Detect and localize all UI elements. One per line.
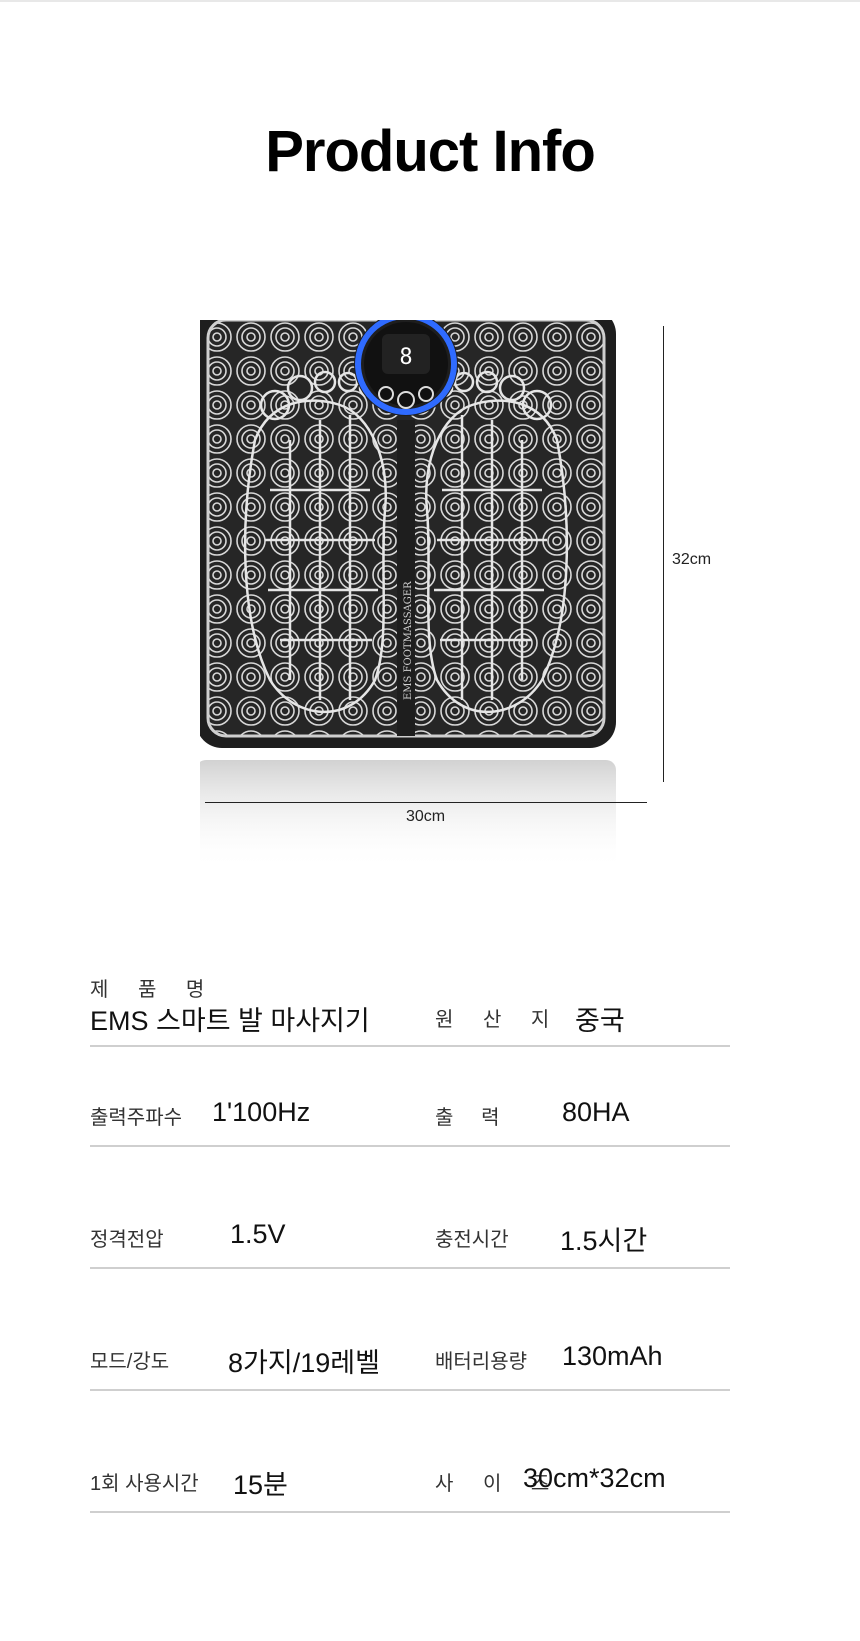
spec-value: 중국	[575, 1006, 625, 1036]
spec-value: 30cm*32cm	[523, 1463, 666, 1493]
spec-label: 출 력	[435, 1107, 500, 1129]
product-image: 8 EMS FOOTMASSAGER	[196, 308, 660, 920]
spec-row-mode-intensity: 모드/강도 8가지/19레벨 배터리용량 130mAh	[90, 1329, 730, 1391]
width-dimension-label: 30cm	[406, 808, 446, 825]
spec-value: 1.5시간	[560, 1226, 648, 1256]
spec-label: 출력주파수	[90, 1107, 182, 1129]
spec-row-product-name: 제 품 명 EMS 스마트 발 마사지기 원 산 지 중국	[90, 979, 730, 1047]
spec-label: 배터리용량	[435, 1351, 527, 1373]
spec-label: 원 산 지	[435, 1009, 562, 1031]
height-dimension-line	[663, 326, 664, 782]
product-brand-text: EMS FOOTMASSAGER	[403, 581, 414, 700]
spec-value: 80HA	[562, 1097, 630, 1127]
spec-label: 제 품 명	[90, 979, 217, 1001]
spec-value: EMS 스마트 발 마사지기	[90, 1006, 370, 1036]
svg-text:8: 8	[399, 345, 412, 370]
spec-value: 1.5V	[230, 1219, 286, 1249]
spec-label: 1회 사용시간	[90, 1473, 199, 1495]
top-divider	[0, 0, 860, 2]
foot-massager-mat: 8 EMS FOOTMASSAGER	[196, 308, 616, 870]
spec-label: 충전시간	[435, 1229, 509, 1251]
spec-row-usage-time: 1회 사용시간 15분 사 이 즈 30cm*32cm	[90, 1451, 730, 1513]
height-dimension-label: 32cm	[672, 551, 712, 568]
spec-row-output-frequency: 출력주파수 1'100Hz 출 력 80HA	[90, 1085, 730, 1147]
width-dimension-line	[205, 802, 647, 803]
spec-value: 15분	[233, 1470, 288, 1500]
spec-value: 8가지/19레벨	[228, 1348, 380, 1378]
spec-label: 사 이 즈	[435, 1473, 562, 1495]
spec-value: 1'100Hz	[212, 1097, 311, 1127]
spec-value: 130mAh	[562, 1341, 663, 1371]
spec-row-rated-voltage: 정격전압 1.5V 충전시간 1.5시간	[90, 1207, 730, 1269]
spec-label: 정격전압	[90, 1229, 164, 1251]
spec-label: 모드/강도	[90, 1351, 170, 1373]
page-title: Product Info	[265, 119, 596, 184]
